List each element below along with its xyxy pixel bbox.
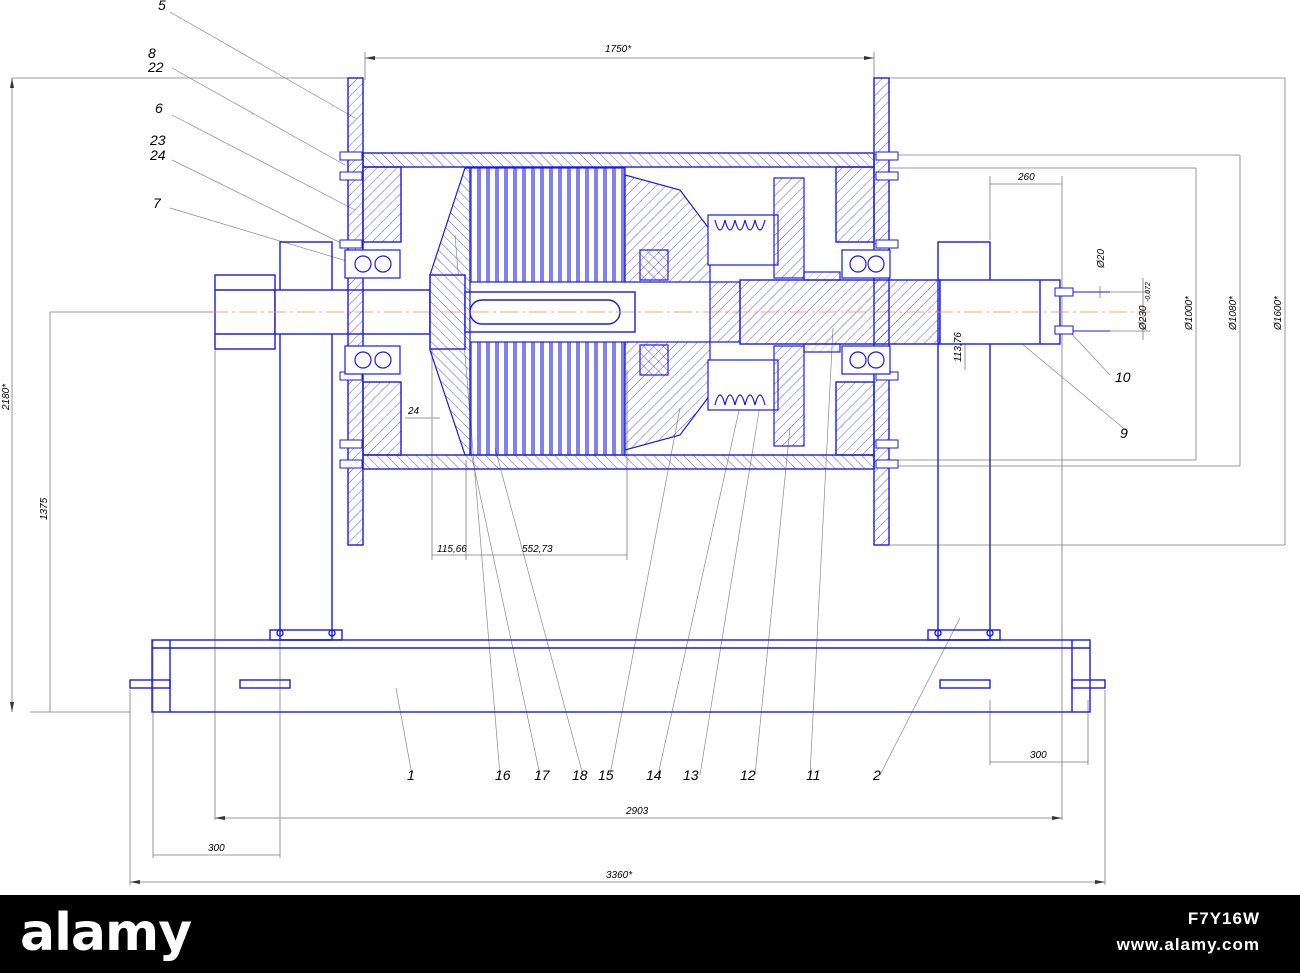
dim-axis-height: 1375: [39, 497, 50, 520]
dim-dia-1080: Ø1080*: [1228, 295, 1239, 331]
part-label-16: 16: [495, 767, 511, 783]
dim-115: 115,66: [437, 544, 467, 555]
part-number-labels: 5 8 22 6 23 24 7 10 9 1 16 17 18 15 14 1…: [147, 0, 1131, 783]
clutch-hub: [624, 174, 741, 451]
pressure-springs: [707, 214, 779, 411]
left-support-stand: [269, 241, 343, 641]
part-label-11: 11: [806, 767, 821, 783]
shaft-end-fittings: [1054, 287, 1074, 335]
dim-frame-width: 2903: [625, 806, 649, 817]
flange-disk: [773, 177, 841, 447]
part-label-14: 14: [646, 767, 662, 783]
dim-dia-230-tol: -0,072: [1145, 282, 1152, 302]
part-label-12: 12: [740, 767, 756, 783]
part-label-7: 7: [153, 195, 162, 211]
dim-right-overhang: 300: [1030, 750, 1047, 761]
housing-bolts: [339, 151, 899, 469]
dim-dia-1600: Ø1600*: [1273, 295, 1284, 331]
part-label-23: 23: [149, 132, 166, 148]
dim-overall-length: 3360*: [606, 870, 633, 881]
technical-drawing: 1750* 260 Ø20 Ø230 -0,072 Ø1000* Ø1080* …: [1, 0, 1286, 885]
alamy-logo: alamy: [20, 903, 192, 963]
dim-dia-230: Ø230: [1138, 305, 1149, 331]
part-label-10: 10: [1115, 369, 1131, 385]
dim-offset-113: 113,76: [953, 332, 964, 362]
dim-dia-20: Ø20: [1096, 249, 1107, 269]
leader-lines: [169, 11, 1129, 776]
part-label-18: 18: [572, 767, 588, 783]
clutch-disk-pack: [429, 167, 626, 456]
dim-top-width: 1750*: [605, 44, 632, 55]
part-label-9: 9: [1120, 425, 1128, 441]
part-label-15: 15: [598, 767, 614, 783]
stock-footer: alamy F7Y16W www.alamy.com: [0, 895, 1300, 973]
part-label-24: 24: [149, 147, 166, 163]
dim-24: 24: [407, 406, 420, 417]
part-label-13: 13: [683, 767, 699, 783]
dimension-labels: 1750* 260 Ø20 Ø230 -0,072 Ø1000* Ø1080* …: [1, 44, 1284, 881]
part-label-1: 1: [407, 767, 415, 783]
site-url: www.alamy.com: [1116, 935, 1260, 954]
dim-left-overhang: 300: [208, 843, 225, 854]
dim-552: 552,73: [522, 544, 553, 555]
part-label-8: 8: [148, 45, 156, 61]
right-support-stand: [927, 241, 1001, 641]
dim-shaft-end: 260: [1017, 172, 1035, 183]
dim-dia-1000: Ø1000*: [1184, 295, 1195, 331]
base-frame: [129, 639, 1106, 713]
part-label-6: 6: [155, 100, 163, 116]
bearings: [344, 249, 891, 375]
part-label-17: 17: [534, 767, 551, 783]
drum-housing: [347, 77, 890, 546]
part-label-22: 22: [147, 59, 164, 75]
dimension-lines: [11, 52, 1286, 885]
part-label-2: 2: [872, 767, 881, 783]
dimension-arrows: [10, 56, 1105, 884]
part-label-5: 5: [158, 0, 166, 13]
image-id: F7Y16W: [1187, 909, 1260, 928]
dim-total-height: 2180*: [1, 383, 12, 411]
